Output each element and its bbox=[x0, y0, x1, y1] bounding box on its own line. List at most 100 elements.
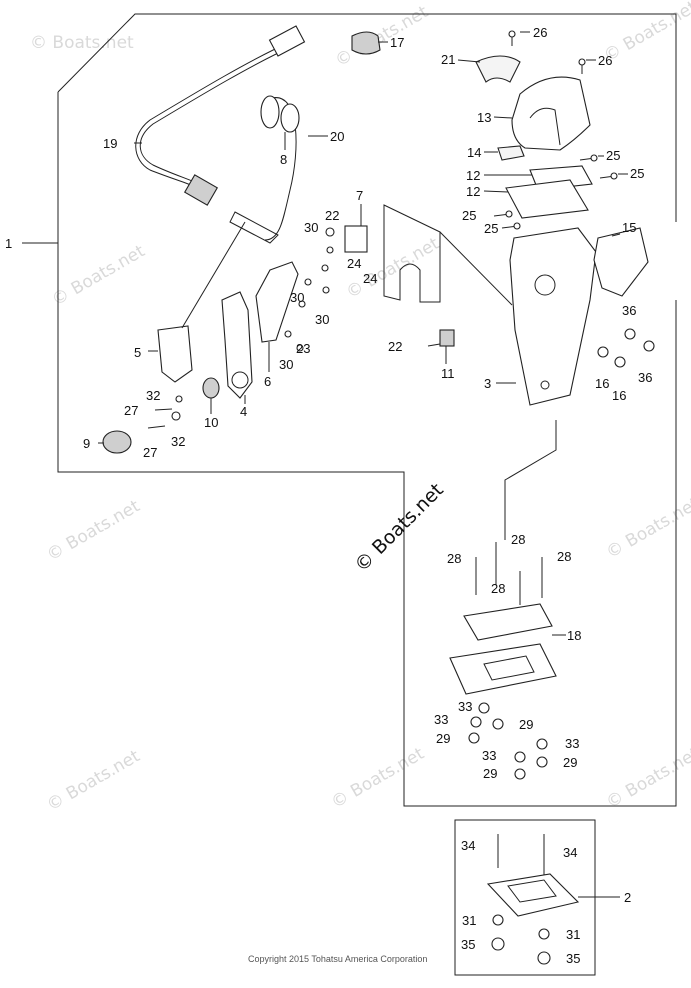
part-18-upper bbox=[463, 603, 553, 641]
part-15 bbox=[593, 227, 649, 297]
part-6 bbox=[255, 261, 299, 343]
part-18-lower bbox=[449, 643, 557, 695]
part-14 bbox=[497, 145, 525, 161]
callout-11: 11 bbox=[441, 366, 455, 381]
callout-26: 26 bbox=[598, 53, 612, 68]
callout-16: 16 bbox=[595, 376, 609, 391]
callout-30: 30 bbox=[304, 220, 318, 235]
watermark: © Boats.net bbox=[44, 496, 144, 565]
callout-27: 27 bbox=[143, 445, 157, 460]
callout-15: 15 bbox=[622, 220, 636, 235]
callout-6: 6 bbox=[264, 374, 271, 389]
callout-32: 32 bbox=[146, 388, 160, 403]
callout-33: 33 bbox=[458, 699, 472, 714]
callout-30: 30 bbox=[279, 357, 293, 372]
callout-35: 35 bbox=[461, 937, 475, 952]
callout-33: 33 bbox=[482, 748, 496, 763]
watermark: © Boats.net bbox=[603, 494, 691, 563]
callout-25: 25 bbox=[484, 221, 498, 236]
callout-2: 2 bbox=[624, 890, 631, 905]
callout-3: 3 bbox=[484, 376, 491, 391]
callout-5: 5 bbox=[134, 345, 141, 360]
callout-34: 34 bbox=[563, 845, 577, 860]
callout-31: 31 bbox=[566, 927, 580, 942]
callout-25: 25 bbox=[462, 208, 476, 223]
part-11 bbox=[439, 329, 455, 347]
callout-36: 36 bbox=[638, 370, 652, 385]
part-9 bbox=[102, 430, 132, 454]
callout-22: 22 bbox=[388, 339, 402, 354]
switch-harness-20 bbox=[229, 95, 300, 244]
callout-35: 35 bbox=[566, 951, 580, 966]
part-21 bbox=[475, 55, 521, 83]
watermark: © Boats.net bbox=[601, 0, 691, 66]
watermark: © Boats.net bbox=[49, 241, 149, 310]
part-3 bbox=[509, 227, 597, 406]
wire-harness-19 bbox=[135, 25, 306, 206]
watermark: © Boats.net bbox=[603, 744, 691, 813]
callout-4: 4 bbox=[240, 404, 247, 419]
callout-21: 21 bbox=[441, 52, 455, 67]
callout-17: 17 bbox=[390, 35, 404, 50]
callout-25: 25 bbox=[630, 166, 644, 181]
part-17 bbox=[351, 31, 381, 55]
bolts-28 bbox=[475, 542, 543, 605]
callout-19: 19 bbox=[103, 136, 117, 151]
main-watermark: © Boats.net bbox=[350, 479, 448, 577]
callout-33: 33 bbox=[434, 712, 448, 727]
callout-10: 10 bbox=[204, 415, 218, 430]
screws-25-26 bbox=[493, 30, 618, 230]
nuts-29-33 bbox=[468, 702, 548, 780]
part-2-assembly bbox=[486, 834, 580, 965]
part-10 bbox=[202, 377, 220, 399]
callout-34: 34 bbox=[461, 838, 475, 853]
copyright-text: Copyright 2015 Tohatsu America Corporati… bbox=[248, 954, 427, 964]
callout-12: 12 bbox=[466, 184, 480, 199]
callout-30: 30 bbox=[315, 312, 329, 327]
callout-24: 24 bbox=[363, 271, 377, 286]
callout-33: 33 bbox=[565, 736, 579, 751]
leader-lines bbox=[98, 31, 628, 898]
callout-29: 29 bbox=[436, 731, 450, 746]
callout-31: 31 bbox=[462, 913, 476, 928]
callout-25: 25 bbox=[606, 148, 620, 163]
part-5 bbox=[157, 325, 193, 383]
callout-labels: 1 2 3 4 5 6 7 8 9 10 11 12 12 13 14 15 1… bbox=[5, 25, 652, 966]
small-fasteners bbox=[147, 227, 655, 429]
callout-32: 32 bbox=[171, 434, 185, 449]
assembly-boundary bbox=[22, 13, 677, 976]
part-7 bbox=[344, 225, 368, 253]
callout-20: 20 bbox=[330, 129, 344, 144]
callout-29: 29 bbox=[519, 717, 533, 732]
callout-22: 22 bbox=[325, 208, 339, 223]
callout-28: 28 bbox=[491, 581, 505, 596]
callout-13: 13 bbox=[477, 110, 491, 125]
callout-9: 9 bbox=[83, 436, 90, 451]
callout-8: 8 bbox=[280, 152, 287, 167]
callout-24: 24 bbox=[347, 256, 361, 271]
callout-30: 30 bbox=[290, 290, 304, 305]
callout-12: 12 bbox=[466, 168, 480, 183]
callout-36: 36 bbox=[622, 303, 636, 318]
watermark: © Boats.net bbox=[328, 744, 428, 813]
callout-18: 18 bbox=[567, 628, 581, 643]
callout-28: 28 bbox=[511, 532, 525, 547]
callout-27: 27 bbox=[124, 403, 138, 418]
callout-26: 26 bbox=[533, 25, 547, 40]
callout-28: 28 bbox=[447, 551, 461, 566]
callout-29: 29 bbox=[563, 755, 577, 770]
watermark: © Boats.net bbox=[30, 33, 134, 53]
part-4 bbox=[221, 291, 253, 399]
callout-7: 7 bbox=[356, 188, 363, 203]
callout-16: 16 bbox=[612, 388, 626, 403]
callout-14: 14 bbox=[467, 145, 481, 160]
gasket-outline bbox=[383, 204, 441, 303]
callout-1: 1 bbox=[5, 236, 12, 251]
part-13 bbox=[511, 76, 591, 151]
watermark: © Boats.net bbox=[332, 2, 432, 71]
callout-28: 28 bbox=[557, 549, 571, 564]
watermark: © Boats.net bbox=[44, 746, 144, 815]
callout-29: 29 bbox=[483, 766, 497, 781]
part-12-lower bbox=[505, 179, 589, 219]
